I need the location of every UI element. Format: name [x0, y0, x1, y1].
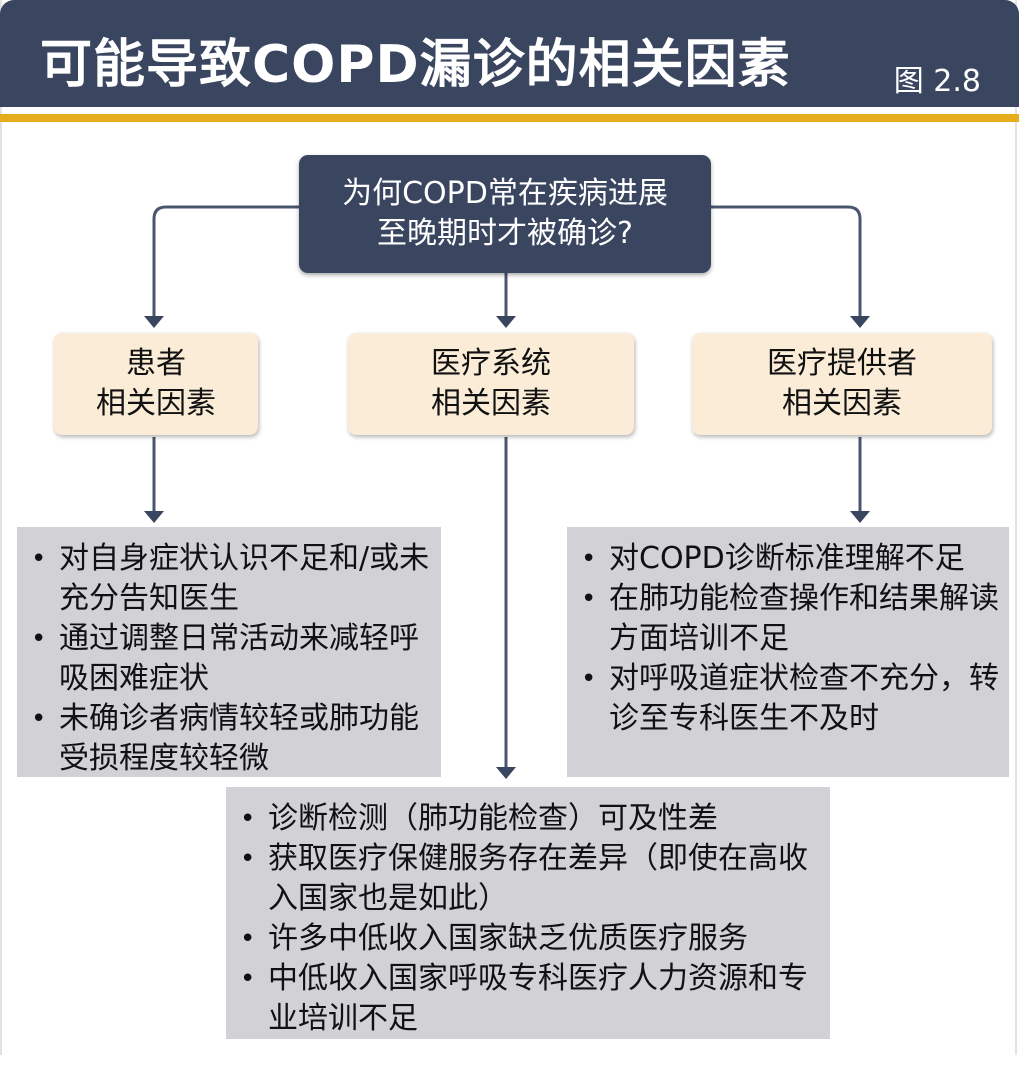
- category-label: 相关因素: [431, 386, 551, 421]
- list-item: 诊断检测（肺功能检查）可及性差: [240, 799, 830, 839]
- list-item: 对COPD诊断标准理解不足: [581, 539, 1009, 579]
- category-label: 医疗提供者: [767, 346, 917, 381]
- category-health-system: 医疗系统 相关因素: [348, 333, 634, 435]
- list-item: 未确诊者病情较轻或肺功能受损程度较轻微: [31, 699, 441, 779]
- provider-factors-list: 对COPD诊断标准理解不足 在肺功能检查操作和结果解读方面培训不足 对呼吸道症状…: [567, 527, 1009, 777]
- category-label: 患者: [126, 346, 186, 381]
- figure-number: 图 2.8: [893, 64, 981, 99]
- category-label: 相关因素: [782, 386, 902, 421]
- list-item: 获取医疗保健服务存在差异（即使在高收入国家也是如此）: [240, 839, 830, 919]
- system-factors-list: 诊断检测（肺功能检查）可及性差 获取医疗保健服务存在差异（即使在高收入国家也是如…: [226, 787, 830, 1039]
- list-item: 通过调整日常活动来减轻呼吸困难症状: [31, 619, 441, 699]
- list-item: 在肺功能检查操作和结果解读方面培训不足: [581, 579, 1009, 659]
- category-label: 医疗系统: [431, 346, 551, 381]
- category-provider: 医疗提供者 相关因素: [692, 333, 992, 435]
- patient-factors-list: 对自身症状认识不足和/或未充分告知医生 通过调整日常活动来减轻呼吸困难症状 未确…: [17, 527, 441, 777]
- accent-divider: [0, 114, 1019, 122]
- figure-header: 可能导致COPD漏诊的相关因素 图 2.8: [0, 0, 1019, 107]
- central-question: 为何COPD常在疾病进展 至晚期时才被确诊?: [299, 155, 711, 273]
- figure-title: 可能导致COPD漏诊的相关因素: [40, 35, 791, 95]
- figure-frame: [0, 0, 1017, 1055]
- question-line-2: 至晚期时才被确诊?: [377, 216, 633, 251]
- question-line-1: 为何COPD常在疾病进展: [342, 176, 668, 211]
- category-patient: 患者 相关因素: [54, 333, 258, 435]
- list-item: 中低收入国家呼吸专科医疗人力资源和专业培训不足: [240, 959, 830, 1039]
- list-item: 许多中低收入国家缺乏优质医疗服务: [240, 919, 830, 959]
- list-item: 对自身症状认识不足和/或未充分告知医生: [31, 539, 441, 619]
- category-label: 相关因素: [96, 386, 216, 421]
- list-item: 对呼吸道症状检查不充分，转诊至专科医生不及时: [581, 659, 1009, 739]
